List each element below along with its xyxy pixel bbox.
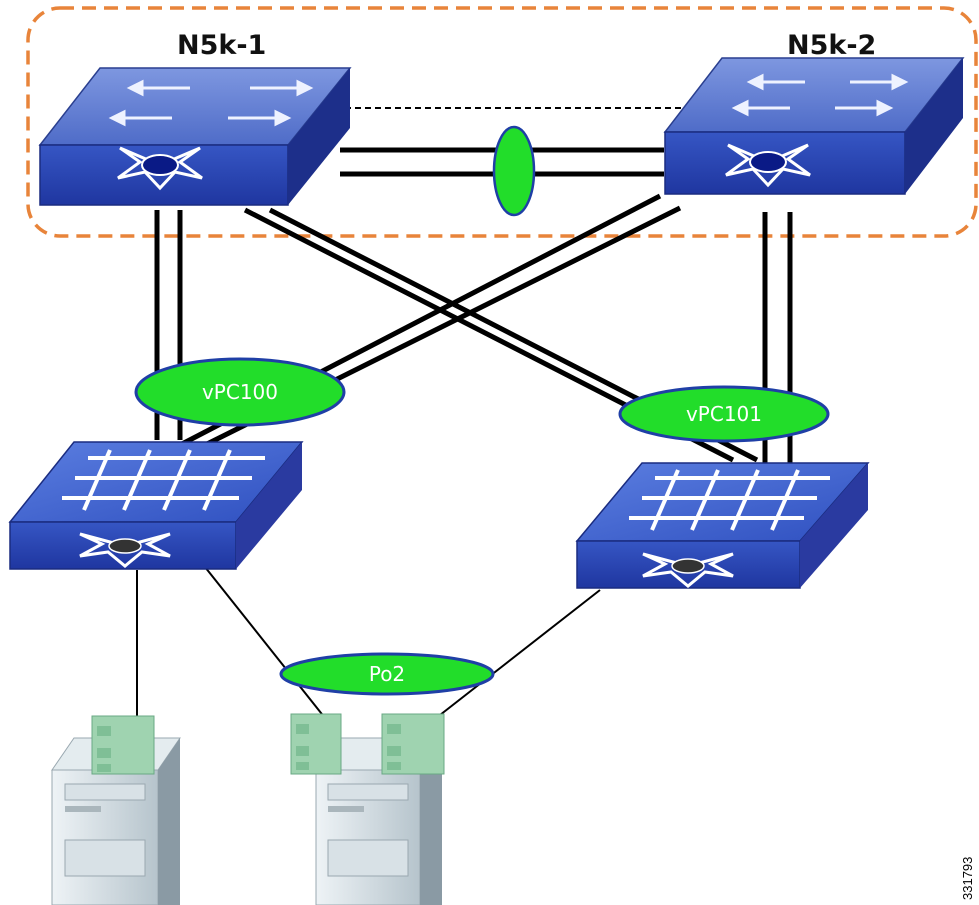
router-emblem-icon [725, 143, 811, 188]
router-emblem-icon [117, 146, 203, 191]
arrows-icon [108, 79, 314, 127]
figure-id: 331793 [960, 857, 975, 900]
vpc100-label: vPC100 [202, 380, 278, 404]
vpc100-bundle-oval [134, 357, 346, 427]
switch-n5k-1 [38, 67, 352, 206]
switch-n5k-2 [663, 57, 965, 195]
arrows-icon [731, 73, 909, 117]
vpc101-label: vPC101 [686, 402, 762, 426]
crossbar-grid-icon [629, 469, 830, 531]
vpc101-bundle-oval [618, 385, 830, 443]
switch-n5k-1-label: N5k-1 [177, 30, 266, 61]
po2-label: Po2 [369, 662, 405, 686]
server-left [51, 737, 181, 905]
host-cables [136, 566, 601, 730]
po2-bundle-oval [279, 652, 495, 696]
vpc-peer-domain-outline [26, 6, 978, 238]
peer-link-bundle-oval [492, 125, 536, 217]
network-adapter-card-icon [381, 713, 445, 775]
switch-n5k-2-label: N5k-2 [787, 30, 876, 61]
switch-emblem-icon [642, 552, 734, 588]
crossbar-grid-icon [62, 449, 265, 511]
network-adapter-card-icon [91, 715, 155, 775]
switch-emblem-icon [79, 532, 171, 568]
network-adapter-card-icon [290, 713, 342, 775]
access-switch-right [575, 462, 870, 589]
access-switch-left [8, 441, 304, 570]
